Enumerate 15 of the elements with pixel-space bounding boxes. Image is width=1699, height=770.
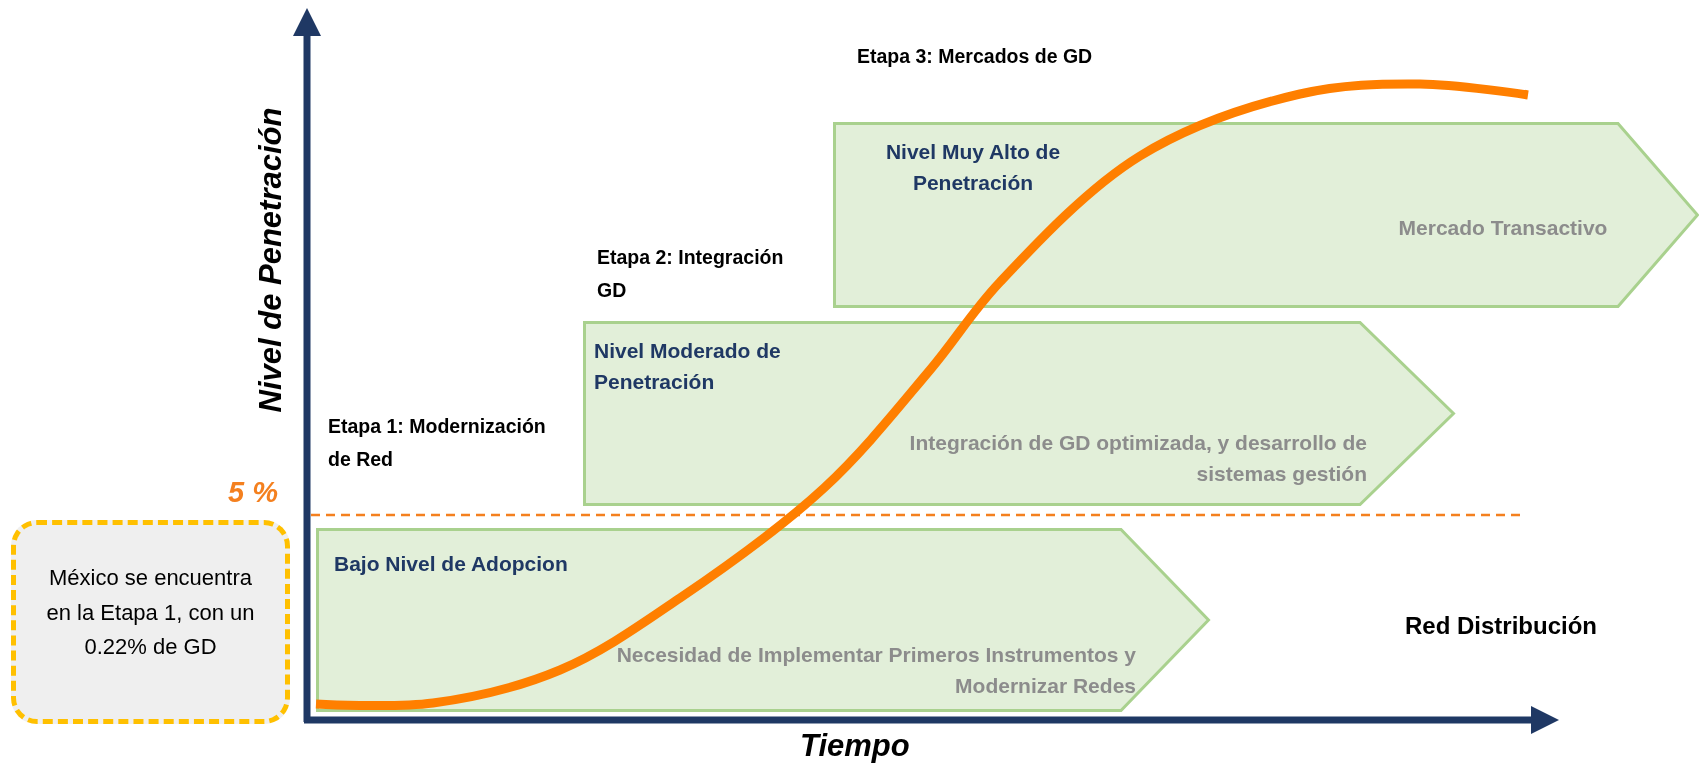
note-text: México se encuentra en la Etapa 1, con un 0.22% de GD bbox=[45, 564, 256, 661]
stage-heading: Nivel Muy Alto de Penetración bbox=[884, 139, 1062, 196]
axis-title: Nivel de Penetración bbox=[253, 106, 289, 415]
stage-description: Integración de GD optimizada, y desarrollo de sistemas gestión bbox=[908, 430, 1367, 487]
network-label: Red Distribución bbox=[1405, 612, 1597, 640]
note-box bbox=[11, 520, 290, 724]
threshold-label: 5 % bbox=[228, 476, 278, 509]
stage-label: Etapa 2: Integración GD bbox=[597, 245, 785, 303]
axis-title: Tiempo bbox=[800, 728, 910, 764]
stage-label: Etapa 3: Mercados de GD bbox=[857, 44, 1094, 69]
stage-heading: Bajo Nivel de Adopcion bbox=[334, 551, 569, 577]
stage-label: Etapa 1: Modernización de Red bbox=[328, 414, 547, 472]
stage-heading: Nivel Moderado de Penetración bbox=[594, 338, 782, 395]
stage-description: Mercado Transactivo bbox=[1397, 215, 1609, 241]
stage-description: Necesidad de Implementar Primeros Instrumentos y Modernizar Redes bbox=[615, 642, 1136, 699]
